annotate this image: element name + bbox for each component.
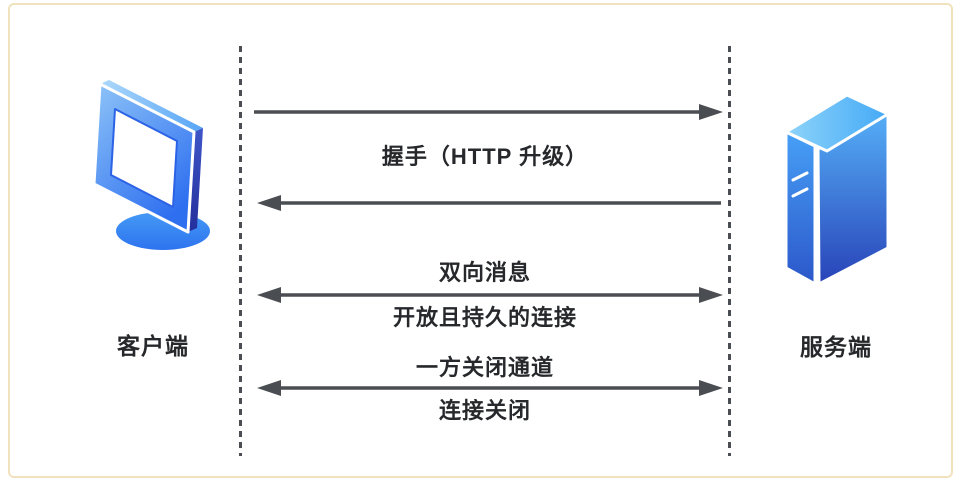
arrowhead-left [257, 287, 281, 303]
server-label: 服务端 [800, 334, 872, 360]
connection-closed-label: 连接关闭 [438, 398, 531, 423]
server-tower-icon [784, 93, 890, 286]
arrowhead-right [699, 104, 723, 120]
client-lifeline [239, 46, 242, 456]
server-vent-slash-1 [791, 171, 809, 182]
arrowhead-left [257, 380, 281, 396]
handshake-request-arrow [254, 104, 723, 120]
monitor-side-edge [188, 128, 203, 232]
arrowhead-left [257, 195, 281, 211]
close-channel-arrow [257, 380, 723, 396]
server-lifeline [728, 46, 731, 456]
monitor-icon [92, 80, 210, 250]
monitor-screen [110, 108, 178, 208]
close-channel-label: 一方关闭通道 [415, 355, 554, 380]
server-vent-slash-2 [791, 187, 809, 198]
server-left-face [784, 130, 817, 286]
persistent-connection-label: 开放且持久的连接 [392, 305, 577, 330]
client-label: 客户端 [117, 333, 189, 359]
bidirectional-messages-arrow [257, 287, 723, 303]
handshake-label: 握手（HTTP 升级） [381, 144, 589, 169]
server-top-face [784, 93, 890, 153]
bidirectional-messages-label: 双向消息 [438, 260, 531, 285]
handshake-response-arrow [257, 195, 721, 211]
monitor-top-edge [100, 80, 203, 132]
arrowhead-right [699, 380, 723, 396]
arrowhead-right [699, 287, 723, 303]
